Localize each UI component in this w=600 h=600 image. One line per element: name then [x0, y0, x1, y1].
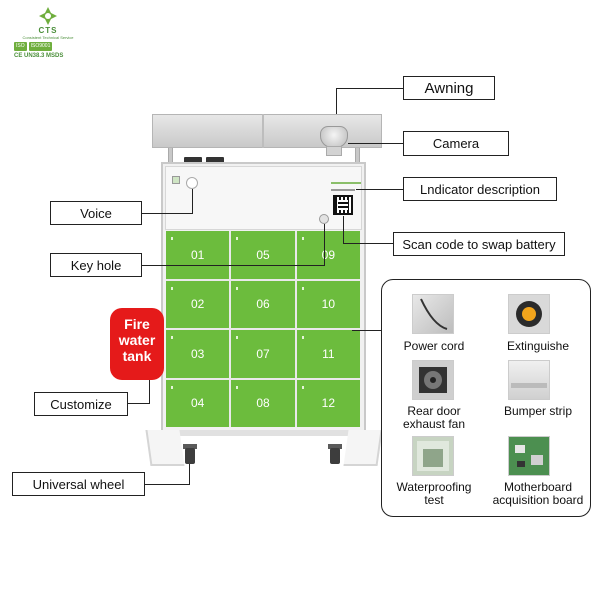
leader-line: [189, 464, 190, 485]
logo-certifications: CE UN38.3 MSDS: [14, 53, 64, 59]
leader-line: [149, 380, 150, 404]
locker-door[interactable]: 05: [231, 231, 295, 279]
leader-line: [192, 189, 193, 214]
keyhole-icon: [319, 214, 329, 224]
leader-line: [141, 265, 325, 266]
callout-universal-wheel: Universal wheel: [12, 472, 145, 496]
awning-divider: [262, 114, 264, 148]
leader-line: [356, 189, 404, 190]
locker-door[interactable]: 04: [166, 379, 230, 427]
callout-voice: Voice: [50, 201, 142, 225]
exhaust-fan-photo: [412, 360, 454, 400]
cabinet-leg-left: [145, 430, 185, 466]
logo-badges: ISO ISO9001: [14, 42, 84, 51]
feature-label: acquisition board: [492, 493, 584, 507]
leader-line: [348, 143, 404, 144]
wheel-icon: [185, 448, 195, 464]
wheel-mount: [183, 444, 197, 449]
power-cord-photo: [412, 294, 454, 334]
feature-label: exhaust fan: [402, 417, 466, 431]
leader-line: [343, 243, 393, 244]
locker-door[interactable]: 01: [166, 231, 230, 279]
callout-camera: Camera: [403, 131, 509, 156]
leader-line: [343, 216, 344, 243]
leader-line: [324, 224, 325, 266]
locker-door[interactable]: 08: [231, 379, 295, 427]
feature-label: Waterproofing: [396, 480, 472, 494]
qr-code-icon: [333, 195, 353, 215]
leader-line: [141, 213, 193, 214]
locker-grid: 01 05 09 02 06 10 03 07 11 04 08 12: [166, 231, 360, 427]
callout-awning: Awning: [403, 76, 495, 100]
status-light-icon: [172, 176, 180, 184]
locker-door[interactable]: 02: [166, 280, 230, 328]
locker-door[interactable]: 10: [296, 280, 360, 328]
indicator-strip: [331, 189, 355, 191]
feature-label: test: [424, 493, 444, 507]
fire-tank-line: water: [118, 332, 156, 348]
callout-indicator: Lndicator description: [403, 177, 557, 201]
waterproofing-test-photo: [412, 436, 454, 476]
camera-mount: [326, 146, 342, 156]
brand-logo: CTS Consistent Technical Service ISO ISO…: [12, 6, 84, 62]
logo-name: CTS: [38, 26, 58, 35]
callout-key-hole: Key hole: [50, 253, 142, 277]
leader-line: [336, 88, 404, 89]
leader-line: [144, 484, 190, 485]
fire-tank-line: Fire: [124, 316, 150, 332]
bumper-strip-icon: [511, 383, 547, 388]
feature-label: Extinguishe: [506, 339, 570, 353]
fire-water-tank-badge: Fire water tank: [110, 308, 164, 380]
fan-icon: [419, 367, 447, 393]
feature-label: Motherboard: [503, 480, 573, 494]
fire-tank-line: tank: [122, 348, 152, 364]
feature-label: Power cord: [403, 339, 465, 353]
leader-line: [352, 330, 382, 331]
power-cord-icon: [420, 298, 448, 330]
locker-door[interactable]: 07: [231, 330, 295, 378]
water-drop-icon: [417, 441, 449, 471]
feature-label: Rear door: [407, 404, 461, 418]
vent-icon: [184, 157, 202, 163]
cts-logo-icon: [39, 7, 57, 25]
locker-door[interactable]: 03: [166, 330, 230, 378]
camera-icon: [320, 126, 348, 148]
callout-customize: Customize: [34, 392, 128, 416]
speaker-icon: [186, 177, 198, 189]
locker-door[interactable]: 06: [231, 280, 295, 328]
cabinet-base: [164, 430, 364, 436]
logo-badge: ISO9001: [28, 42, 53, 51]
logo-subtitle: Consistent Technical Service: [22, 35, 74, 40]
feature-label: Bumper strip: [503, 404, 573, 418]
wheel-icon: [330, 448, 340, 464]
motherboard-photo: [508, 436, 550, 476]
leader-line: [336, 88, 337, 114]
extinguisher-icon: [516, 301, 542, 327]
cabinet-leg-right: [343, 430, 383, 466]
locker-door[interactable]: 12: [296, 379, 360, 427]
control-panel: [165, 166, 362, 230]
locker-door[interactable]: 11: [296, 330, 360, 378]
features-panel: Power cord Extinguishe Rear door exhaust…: [381, 279, 591, 517]
indicator-strip: [331, 182, 361, 184]
circuit-board-icon: [515, 445, 543, 467]
wheel-mount: [328, 444, 342, 449]
bumper-strip-photo: [508, 360, 550, 400]
callout-scan-code: Scan code to swap battery: [393, 232, 565, 256]
locker-door[interactable]: 09: [296, 231, 360, 279]
vent-icon: [206, 157, 224, 163]
logo-badge: ISO: [14, 42, 27, 51]
extinguisher-photo: [508, 294, 550, 334]
leader-line: [128, 403, 150, 404]
